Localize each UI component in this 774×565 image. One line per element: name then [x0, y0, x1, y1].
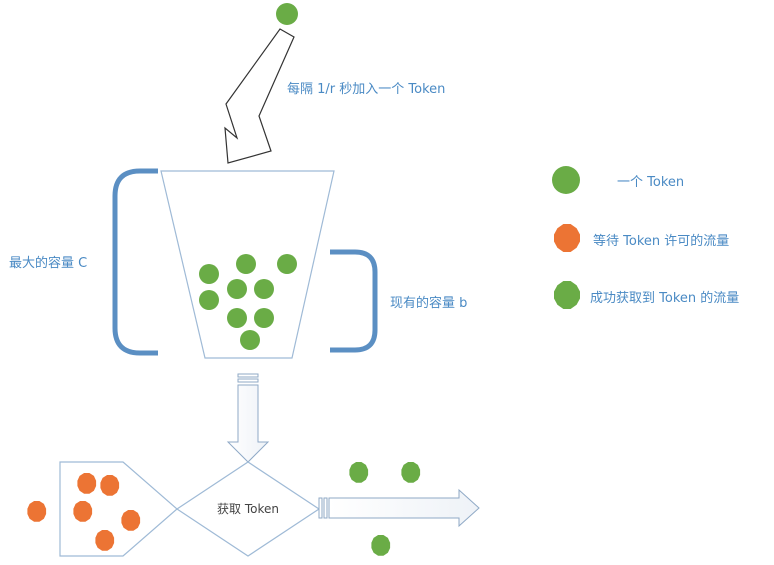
waiting-request — [77, 473, 97, 494]
legend-waiting-label: 等待 Token 许可的流量 — [593, 233, 729, 249]
bucket-token — [236, 254, 256, 274]
bucket-token — [199, 290, 219, 310]
bucket-token — [254, 308, 274, 328]
legend-passed-label: 成功获取到 Token 的流量 — [590, 290, 739, 306]
legend-token-label: 一个 Token — [617, 175, 684, 190]
legend-waiting-icon — [554, 224, 580, 252]
passed-request — [401, 462, 421, 483]
waiting-traffic — [27, 473, 141, 551]
acquire-label: 获取 Token — [217, 502, 279, 516]
passed-request — [349, 462, 369, 483]
successful-traffic — [349, 462, 421, 556]
max-capacity-label: 最大的容量 C — [9, 255, 87, 271]
current-capacity-label: 现有的容量 b — [390, 295, 467, 311]
legend: 一个 Token 等待 Token 许可的流量 成功获取到 Token 的流量 — [552, 166, 739, 309]
legend-token-icon — [552, 166, 580, 194]
waiting-request — [73, 501, 93, 522]
bucket-token — [227, 279, 247, 299]
add-rate-label: 每隔 1/r 秒加入一个 Token — [287, 81, 445, 97]
lightning-arrow — [224, 28, 295, 164]
incoming-token — [276, 3, 298, 25]
waiting-request — [100, 475, 120, 496]
waiting-request — [27, 501, 47, 522]
current-capacity-bracket — [330, 249, 378, 353]
down-arrow — [226, 373, 270, 463]
bucket-token — [199, 264, 219, 284]
bucket-token — [240, 330, 260, 350]
bucket-token — [277, 254, 297, 274]
legend-passed-icon — [554, 281, 580, 309]
waiting-request — [121, 510, 141, 531]
bucket-token — [254, 279, 274, 299]
bucket-token — [227, 308, 247, 328]
bucket-tokens — [199, 254, 297, 350]
max-capacity-bracket — [112, 168, 158, 356]
passed-request — [371, 535, 391, 556]
waiting-request — [95, 530, 115, 551]
output-arrow — [318, 488, 480, 528]
